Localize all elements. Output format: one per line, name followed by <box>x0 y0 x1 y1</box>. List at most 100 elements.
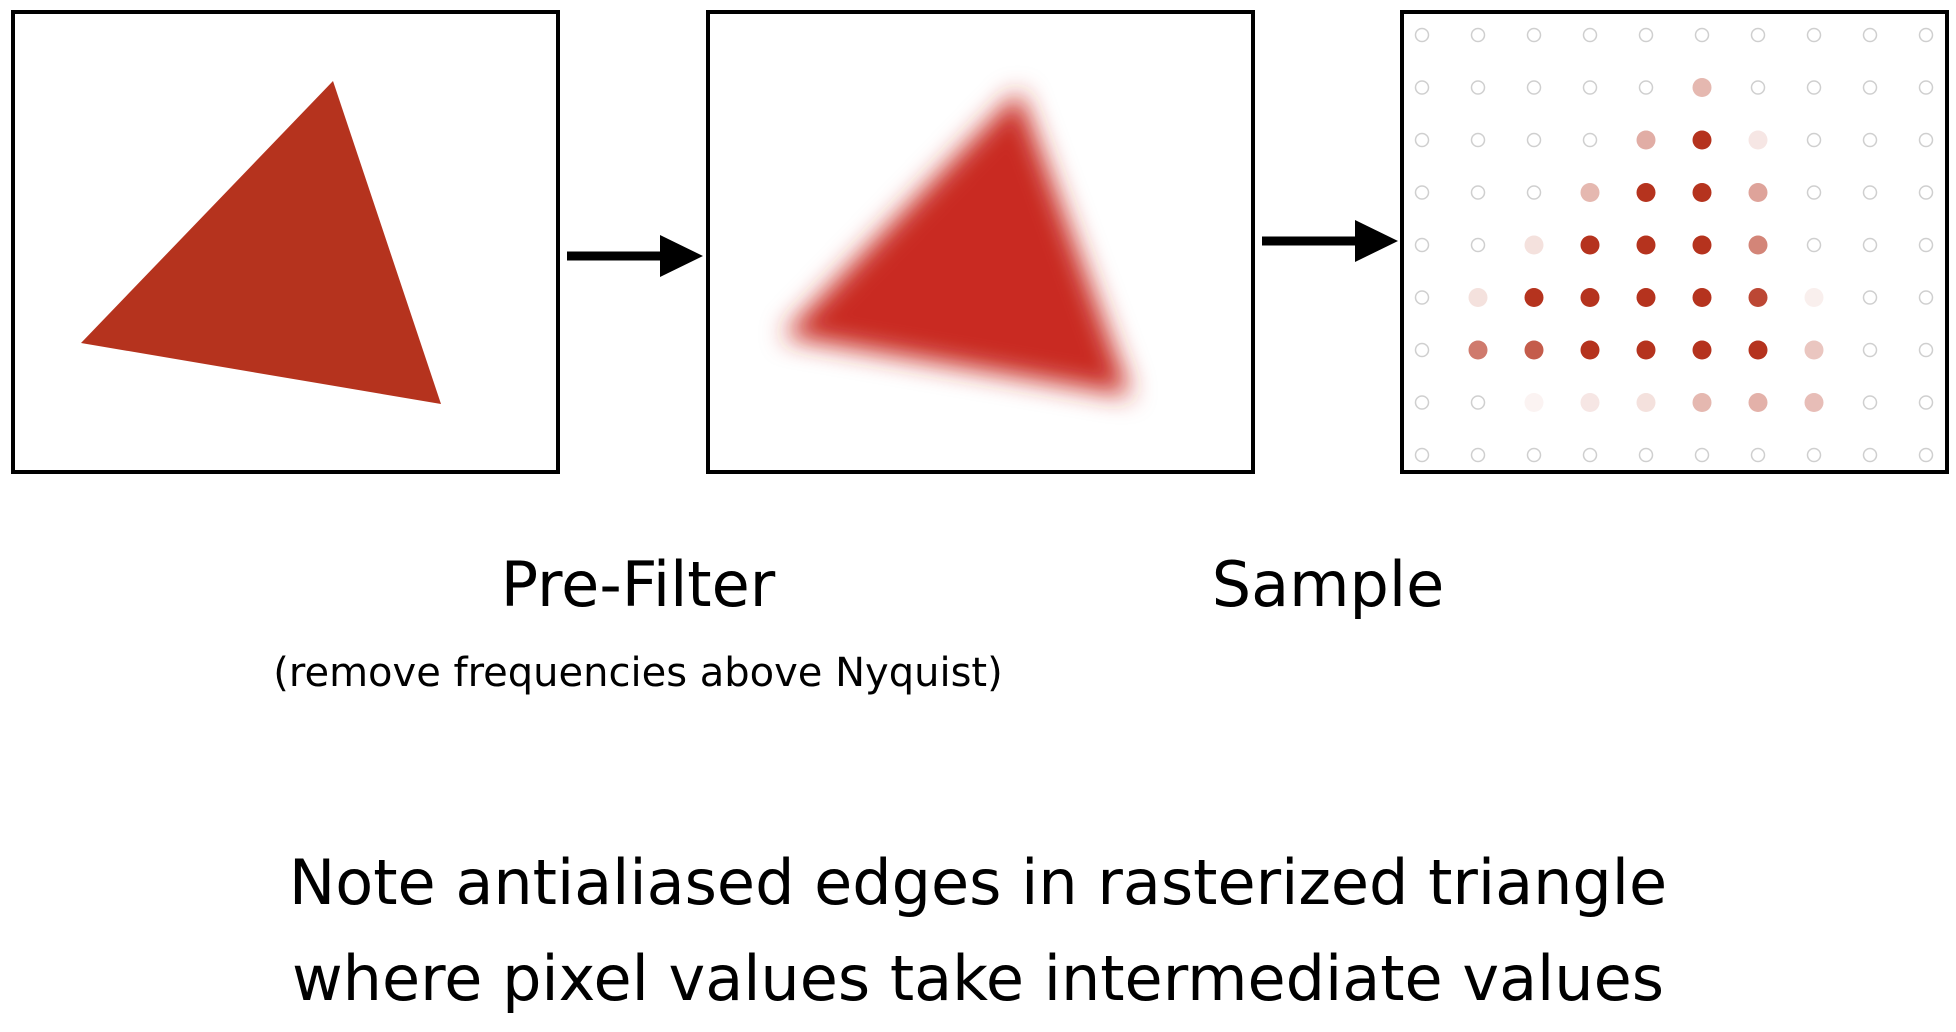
sample-dot-empty <box>1414 290 1430 305</box>
sample-dot-empty <box>1470 80 1486 95</box>
sample-dot-empty <box>1638 27 1654 43</box>
sample-dot-filled <box>1524 393 1544 412</box>
sample-dot-empty <box>1750 80 1766 95</box>
sample-dot-filled <box>1524 340 1544 360</box>
sample-dot-filled <box>1524 288 1544 307</box>
sample-dot-empty <box>1862 27 1878 43</box>
sample-dot-empty <box>1638 80 1654 95</box>
sample-dot-filled <box>1580 235 1600 255</box>
sample-dot-filled <box>1748 235 1768 255</box>
sample-dot-empty <box>1414 80 1430 95</box>
arrow-to-prefilter <box>567 235 703 277</box>
caption-line-1: Note antialiased edges in rasterized tri… <box>288 846 1668 919</box>
sample-dot-filled <box>1636 288 1656 307</box>
original-triangle <box>81 81 441 404</box>
sample-dot-empty <box>1526 447 1542 463</box>
sample-dot-filled <box>1580 393 1600 412</box>
sample-dot-empty <box>1526 80 1542 95</box>
arrow-to-sample <box>1262 220 1398 262</box>
sample-dot-empty <box>1470 185 1486 200</box>
sample-dot-filled <box>1580 340 1600 360</box>
caption-note: Note antialiased edges in rasterized tri… <box>289 835 1667 1027</box>
sample-dot-empty <box>1862 447 1878 463</box>
sample-dot-filled <box>1692 235 1712 255</box>
sample-title: Sample <box>1211 548 1445 621</box>
sample-dot-empty <box>1470 132 1486 148</box>
sample-dot-filled <box>1748 183 1768 202</box>
sample-dot-empty <box>1918 395 1934 410</box>
sample-dot-empty <box>1414 27 1430 43</box>
sample-dot-empty <box>1470 27 1486 43</box>
sample-dot-filled <box>1580 183 1600 202</box>
prefiltered-triangle-panel <box>706 10 1255 474</box>
sample-dot-empty <box>1862 237 1878 253</box>
sample-dot-filled <box>1692 130 1712 150</box>
sample-dot-grid <box>1414 27 1934 463</box>
sample-dot-filled <box>1636 235 1656 255</box>
sample-dot-empty <box>1414 132 1430 148</box>
sample-dot-empty <box>1750 27 1766 43</box>
sample-dot-filled <box>1748 340 1768 360</box>
sample-dot-filled <box>1524 235 1544 255</box>
sampled-panel <box>1400 10 1949 474</box>
sample-dot-empty <box>1582 80 1598 95</box>
sample-dot-empty <box>1470 447 1486 463</box>
original-triangle-panel <box>11 10 560 474</box>
sample-dot-filled <box>1692 78 1712 97</box>
sample-dot-filled <box>1748 393 1768 412</box>
caption-line-2: where pixel values take intermediate val… <box>291 942 1665 1015</box>
sample-dot-filled <box>1804 340 1824 360</box>
sample-dot-empty <box>1806 132 1822 148</box>
sample-dot-empty <box>1862 185 1878 200</box>
sample-dot-empty <box>1526 132 1542 148</box>
sample-dot-empty <box>1918 185 1934 200</box>
sample-dot-filled <box>1636 183 1656 202</box>
sample-dot-empty <box>1806 80 1822 95</box>
sample-dot-filled <box>1692 288 1712 307</box>
sample-dot-filled <box>1636 393 1656 412</box>
sample-dot-empty <box>1638 447 1654 463</box>
sample-dot-filled <box>1580 288 1600 307</box>
sample-dot-empty <box>1806 237 1822 253</box>
sample-dot-empty <box>1582 447 1598 463</box>
sample-dot-empty <box>1414 447 1430 463</box>
sample-dot-empty <box>1918 80 1934 95</box>
sample-dot-empty <box>1694 27 1710 43</box>
sample-dot-filled <box>1468 340 1488 360</box>
sample-dot-filled <box>1748 130 1768 150</box>
sample-dot-filled <box>1804 393 1824 412</box>
sample-dot-empty <box>1918 290 1934 305</box>
sample-dot-empty <box>1862 395 1878 410</box>
sample-dot-empty <box>1806 185 1822 200</box>
sample-dot-empty <box>1918 237 1934 253</box>
sample-dot-filled <box>1468 288 1488 307</box>
sample-dot-filled <box>1636 340 1656 360</box>
sample-dot-empty <box>1414 185 1430 200</box>
sample-dot-empty <box>1414 395 1430 410</box>
sample-dot-empty <box>1582 27 1598 43</box>
prefilter-subtitle: (remove frequencies above Nyquist) <box>273 650 1003 696</box>
sample-dot-filled <box>1692 183 1712 202</box>
sample-dot-filled <box>1636 130 1656 150</box>
sample-dot-empty <box>1918 132 1934 148</box>
sample-dot-empty <box>1806 447 1822 463</box>
sample-dot-empty <box>1526 185 1542 200</box>
sample-dot-filled <box>1804 288 1824 307</box>
sample-dot-empty <box>1862 132 1878 148</box>
sample-dot-empty <box>1414 237 1430 253</box>
prefilter-title: Pre-Filter <box>500 548 776 621</box>
sample-dot-empty <box>1694 447 1710 463</box>
sample-dot-empty <box>1526 27 1542 43</box>
sample-dot-empty <box>1470 395 1486 410</box>
sample-dot-empty <box>1750 447 1766 463</box>
sample-dot-empty <box>1862 342 1878 358</box>
sample-dot-empty <box>1862 80 1878 95</box>
sample-dot-empty <box>1918 447 1934 463</box>
sample-dot-empty <box>1862 290 1878 305</box>
sampled-panel-frame <box>1400 10 1949 474</box>
sample-dot-filled <box>1748 288 1768 307</box>
sample-dot-empty <box>1918 342 1934 358</box>
sample-dot-empty <box>1470 237 1486 253</box>
sample-dot-filled <box>1692 340 1712 360</box>
